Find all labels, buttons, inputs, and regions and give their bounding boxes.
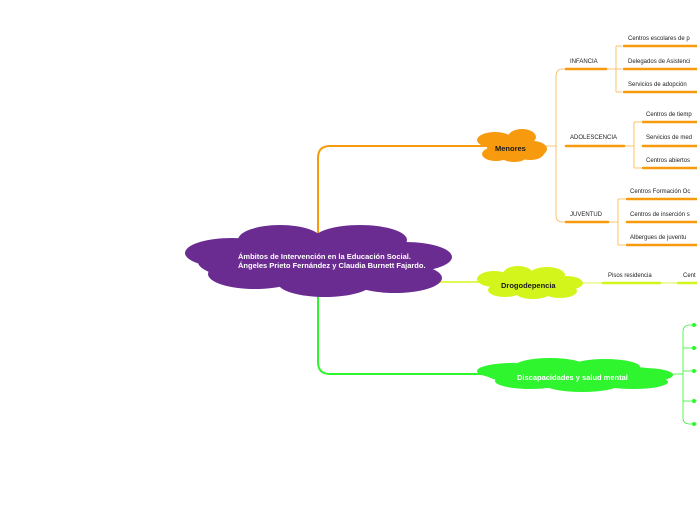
juventud-item-1[interactable]: Centros Formación Oc — [630, 189, 691, 195]
discapacidades-branches — [672, 324, 697, 425]
adolescencia-item-1[interactable]: Centros de tiemp — [646, 112, 692, 118]
menores-cloud[interactable] — [477, 129, 547, 162]
topic-discapacidades-label: Discapacidades y salud mental — [517, 373, 628, 382]
infancia-item-2[interactable]: Delegados de Asistenci — [628, 59, 691, 65]
adolescencia-item-2[interactable]: Servicios de med — [646, 135, 693, 141]
root-cloud[interactable] — [185, 225, 452, 297]
discapacidades-cloud[interactable] — [477, 358, 673, 392]
group-adolescencia-label[interactable]: ADOLESCENCIA — [570, 135, 618, 141]
discapacidades-item-markers — [692, 323, 696, 426]
connector-root-menores — [317, 145, 488, 240]
group-juventud-label[interactable]: JUVENTUD — [570, 212, 603, 218]
menores-underlines — [564, 44, 697, 247]
topic-drogodepencia-label: Drogodepencia — [501, 281, 556, 290]
connector-root-discapacidades — [317, 290, 490, 375]
drogodepencia-group-label[interactable]: Pisos residencia — [608, 273, 652, 279]
drogodepencia-item-1[interactable]: Cent — [683, 273, 696, 279]
root-title: Ámbitos de Intervención en la Educación … — [238, 252, 426, 270]
menores-branches — [545, 45, 641, 246]
infancia-item-1[interactable]: Centros escolares de p — [628, 36, 690, 42]
group-infancia-label[interactable]: INFANCIA — [570, 59, 598, 65]
juventud-item-2[interactable]: Centros de inserción s — [630, 212, 690, 218]
topic-menores-label: Menores — [495, 144, 526, 153]
juventud-item-3[interactable]: Albergues de juventu — [630, 235, 687, 241]
drogodepencia-cloud[interactable] — [477, 266, 583, 299]
infancia-item-3[interactable]: Servicios de adopción — [628, 82, 687, 88]
adolescencia-item-3[interactable]: Centros abiertos — [646, 158, 691, 164]
